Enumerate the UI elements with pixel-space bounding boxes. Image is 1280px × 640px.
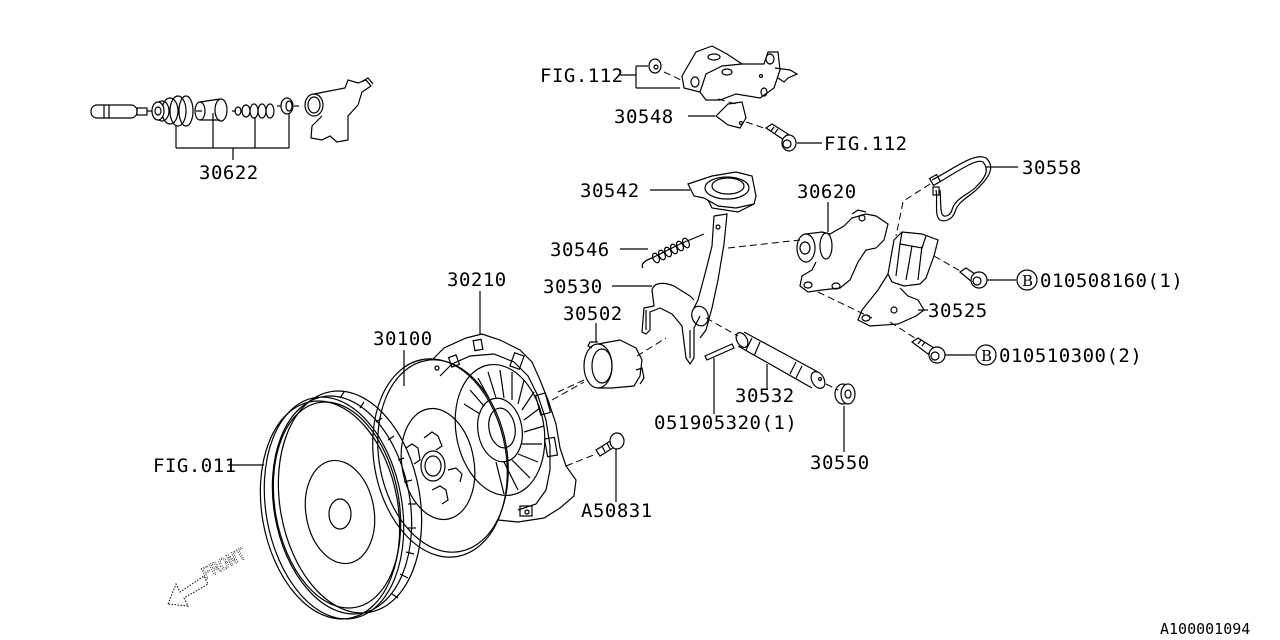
- ref-circle-b: [1016, 269, 1038, 291]
- callout-30502: 30502: [563, 303, 623, 325]
- release-bearing-30502: [557, 337, 667, 393]
- callout-30525: 30525: [928, 300, 988, 322]
- spring-30546: [641, 233, 705, 269]
- pin-051905320: [704, 343, 735, 414]
- bolt-010510300: [910, 337, 997, 366]
- flywheel: [259, 390, 423, 620]
- hose-30558: [895, 156, 1018, 237]
- drawing-id: A100001094: [1160, 620, 1250, 638]
- callout-30548: 30548: [614, 106, 674, 128]
- callout-30542: 30542: [580, 180, 640, 202]
- callout-30620: 30620: [797, 181, 857, 203]
- piston: [194, 98, 228, 122]
- callout-30546: 30546: [550, 239, 610, 261]
- front-direction-arrow: FRONT: [167, 544, 250, 607]
- callout-30530: 30530: [543, 276, 603, 298]
- leader-30622: [175, 113, 290, 160]
- bracket-30548: [715, 98, 771, 131]
- callout-30210: 30210: [447, 269, 507, 291]
- callout-30100: 30100: [373, 328, 433, 350]
- callout-fig112-top: FIG.112: [540, 65, 624, 87]
- callout-30622: 30622: [199, 162, 259, 184]
- clutch-disc-30100: [372, 358, 509, 558]
- slave-cylinder-kit-group: [90, 77, 374, 160]
- callout-010510300: 010510300(2): [999, 345, 1142, 367]
- front-label: FRONT: [198, 544, 250, 584]
- callout-010508160: 010508160(1): [1040, 270, 1183, 292]
- shaft-30532: [705, 317, 839, 391]
- push-rod: [90, 104, 153, 119]
- bolt-010508160: [958, 267, 1038, 291]
- bolt-fig112: [764, 123, 822, 152]
- nut: [648, 58, 662, 74]
- mount-bracket: [648, 45, 799, 101]
- ref-marker-b-2: B: [981, 347, 992, 365]
- callout-fig011: FIG.011: [153, 455, 237, 477]
- spring: [232, 103, 275, 119]
- diaphragm-fingers: [463, 369, 545, 495]
- bushing-30550: [834, 383, 856, 452]
- callout-fig112-bolt: FIG.112: [824, 133, 908, 155]
- operating-cylinder-30620: [796, 209, 889, 319]
- leader-fig112-top: [618, 65, 680, 89]
- pressure-plate-30210: [431, 333, 597, 523]
- bolt-a50831: [595, 432, 625, 502]
- bracket-30525: [857, 231, 963, 341]
- seal: [277, 97, 299, 115]
- callout-30558: 30558: [1022, 157, 1082, 179]
- callout-30532: 30532: [735, 385, 795, 407]
- boot-30542: [687, 171, 757, 213]
- cylinder-body: [304, 77, 374, 143]
- callout-a50831: A50831: [581, 500, 653, 522]
- callout-30550: 30550: [810, 452, 870, 474]
- ring-gear-teeth: [339, 391, 416, 599]
- ref-marker-b-1: B: [1022, 272, 1033, 290]
- release-fork-30530: [641, 213, 801, 366]
- callout-051905320: 051905320(1): [654, 412, 797, 434]
- dust-boot: [151, 95, 194, 127]
